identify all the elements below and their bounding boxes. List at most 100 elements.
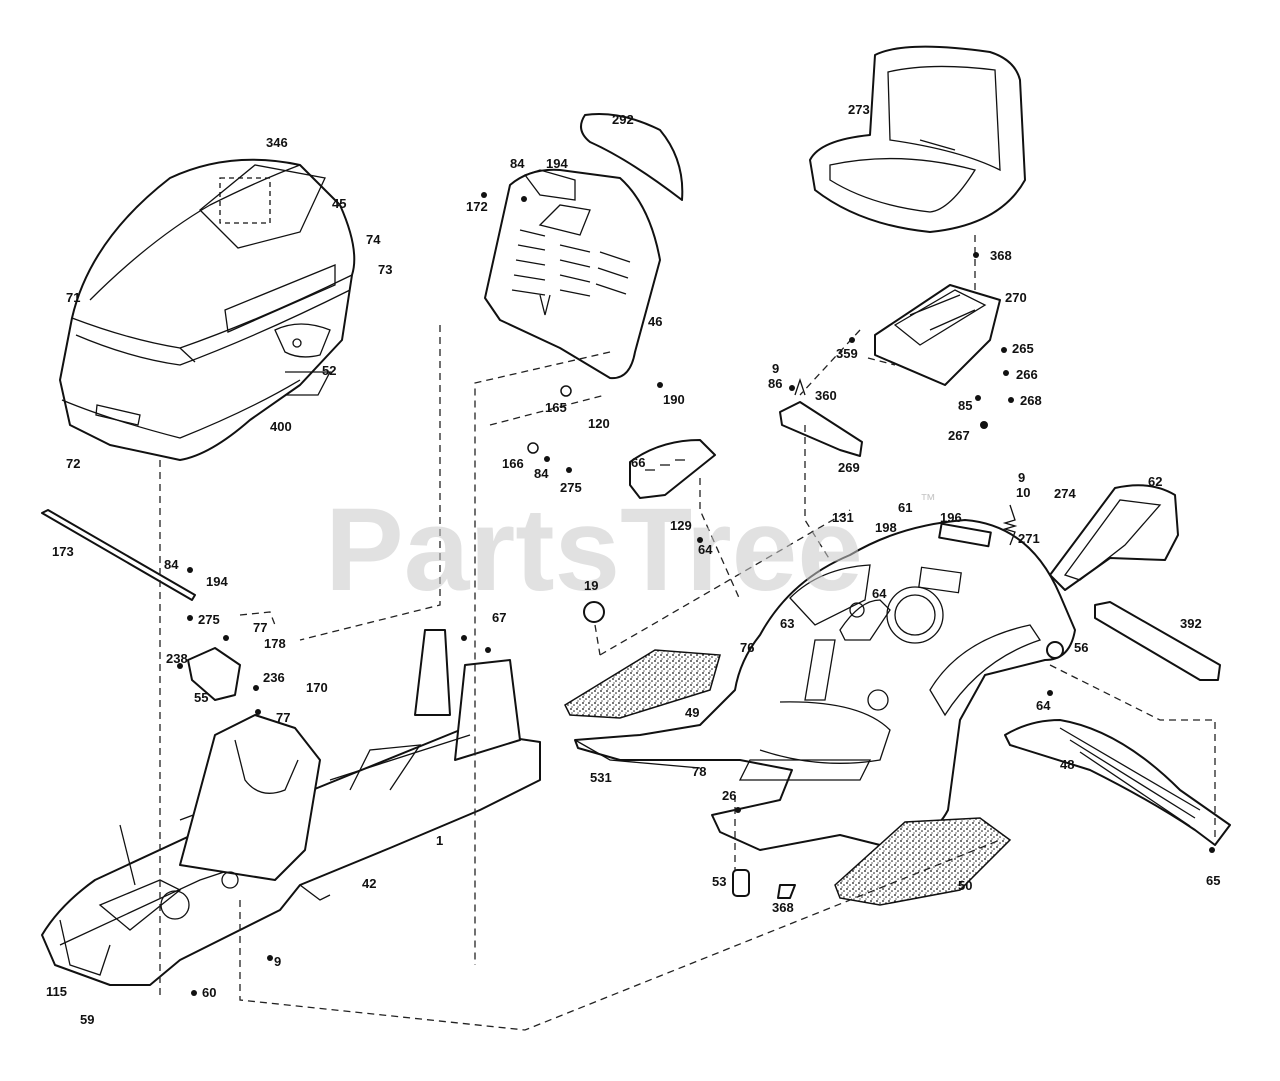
callout: 275: [560, 480, 582, 495]
callout: 265: [1012, 341, 1034, 356]
chassis-frame: [41, 629, 541, 986]
watermark-brand: PartsTree: [325, 484, 863, 616]
callout: 9: [274, 954, 281, 969]
callout: 359: [836, 346, 858, 361]
callout: 67: [492, 610, 506, 625]
callout: 194: [206, 574, 228, 589]
callout: 368: [990, 248, 1012, 263]
callout: 198: [875, 520, 897, 535]
callout: 61: [898, 500, 912, 515]
floor-mats: [564, 649, 1012, 906]
callout: 274: [1054, 486, 1076, 501]
fender-body: [574, 519, 1076, 851]
callout: 84: [510, 156, 525, 171]
callout: 10: [1016, 485, 1030, 500]
callout: 166: [502, 456, 524, 471]
decal-strip: [1094, 601, 1221, 681]
callout: 64: [872, 586, 887, 601]
callout: 77: [253, 620, 267, 635]
callout: 76: [740, 640, 754, 655]
hood-support-bar: [41, 509, 196, 601]
callout: 236: [263, 670, 285, 685]
callout: 85: [958, 398, 972, 413]
callout: 131: [832, 510, 854, 525]
callout: 26: [722, 788, 736, 803]
callout: 400: [270, 419, 292, 434]
callout: 170: [306, 680, 328, 695]
callout: 115: [46, 984, 67, 999]
callout: 346: [266, 135, 288, 150]
callout: 60: [202, 985, 216, 1000]
callout: 59: [80, 1012, 94, 1027]
callout: 270: [1005, 290, 1027, 305]
callout: 9: [772, 361, 779, 376]
callout: 55: [194, 690, 208, 705]
callout: 194: [546, 156, 568, 171]
callout: 238: [166, 651, 188, 666]
callout: 129: [670, 518, 692, 533]
callout: 1: [436, 833, 443, 848]
callout: 275: [198, 612, 220, 627]
seat: [809, 45, 1026, 233]
callout: 71: [66, 290, 80, 305]
seat-bracket: [779, 377, 863, 457]
callout: 84: [164, 557, 179, 572]
spacer-53: [732, 869, 796, 899]
callout: 74: [366, 232, 381, 247]
callout: 9: [1018, 470, 1025, 485]
callout: 266: [1016, 367, 1038, 382]
watermark-trademark: ™: [920, 492, 936, 509]
callout: 267: [948, 428, 970, 443]
callout: 196: [940, 510, 962, 525]
callout: 53: [712, 874, 726, 889]
callout: 531: [590, 770, 612, 785]
rear-fender-trim: [1049, 484, 1179, 591]
seat-pan: [874, 284, 1001, 386]
callout: 56: [1074, 640, 1088, 655]
callout: 49: [685, 705, 699, 720]
callout: 271: [1018, 531, 1040, 546]
callout: 84: [534, 466, 549, 481]
callout: 268: [1020, 393, 1042, 408]
callout: 63: [780, 616, 794, 631]
callout: 172: [466, 199, 488, 214]
callout: 78: [692, 764, 706, 779]
pedal-pad: [629, 439, 716, 499]
callout: 50: [958, 878, 972, 893]
small-parts-right: [583, 504, 1064, 659]
callout: 368: [772, 900, 794, 915]
callout: 46: [648, 314, 662, 329]
dashed-leaders: [159, 235, 1216, 1031]
callout: 173: [52, 544, 74, 559]
bracket-55: [187, 647, 241, 701]
callout: 19: [584, 578, 598, 593]
callout: 73: [378, 262, 392, 277]
callout: 42: [362, 876, 376, 891]
hood-assembly: [59, 158, 356, 461]
running-board-right: [1004, 719, 1231, 846]
callout: 360: [815, 388, 837, 403]
callout: 64: [1036, 698, 1051, 713]
callout: 273: [848, 102, 870, 117]
callout: 45: [332, 196, 346, 211]
callout: 66: [631, 455, 645, 470]
callout: 72: [66, 456, 80, 471]
callout: 86: [768, 376, 782, 391]
callout: 48: [1060, 757, 1074, 772]
dash-panel: [484, 113, 684, 380]
callout: 120: [588, 416, 610, 431]
callout: 52: [322, 363, 336, 378]
callout: 292: [612, 112, 634, 127]
callout: 178: [264, 636, 286, 651]
callout: 77: [276, 710, 290, 725]
callout: 64: [698, 542, 713, 557]
fastener-dots: [177, 192, 1215, 996]
callout: 165: [545, 400, 567, 415]
callout: 392: [1180, 616, 1202, 631]
callout: 190: [663, 392, 685, 407]
callout: 65: [1206, 873, 1220, 888]
callout: 269: [838, 460, 860, 475]
callout: 62: [1148, 474, 1162, 489]
callout-labels: 346 45 74 73 71 52 400 72 292 84 194 172…: [46, 102, 1220, 1027]
